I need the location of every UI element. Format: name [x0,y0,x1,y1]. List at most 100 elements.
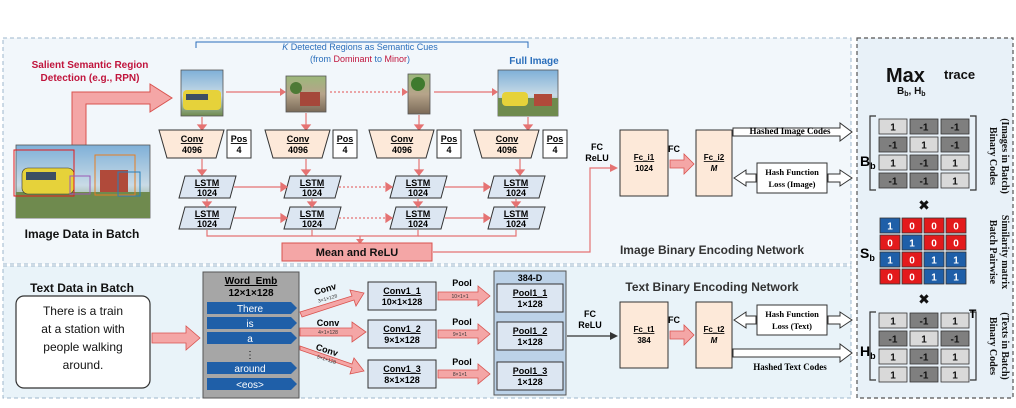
matrix-H-cell [940,366,970,383]
matrix-S-cell [901,251,923,268]
loss-text-right-arrow [827,311,853,329]
lstm-dim-2-3: 1024 [408,219,428,229]
conv-block-4 [473,129,540,159]
salient-label-2: Detection (e.g., RPN) [41,73,140,84]
matrix-B-cell [878,136,908,153]
matrix-B-cell-value: -1 [951,141,960,152]
conv1-3-block [367,359,437,389]
pos-name-1: Pos [231,134,248,144]
matrix-S-cell [879,234,901,251]
lstm-2-1 [178,206,237,230]
matrix-S-cell-value: 0 [909,222,915,233]
hash-loss-image-1: Hash Function [765,167,819,177]
fc-i2-name: Fc_i2 [704,153,725,162]
pos-name-4: Pos [547,134,564,144]
image-fc-label: FC [668,144,680,154]
conv-name-1: Conv [181,134,204,144]
pos-name-2: Pos [337,134,354,144]
matrix-S-cell-value: 0 [909,273,915,284]
caption-h-1: Binary Codes [987,317,998,375]
max-subscript: Bb, Hb [897,86,926,98]
matrix-H-cell-value: -1 [920,317,929,328]
conv-pos-column-3: Conv 4096 Pos 4 [368,129,462,159]
matrix-S-cell-value: 0 [953,222,959,233]
matrix-S-cell-value: 1 [887,256,893,267]
conv-dim-1: 4096 [182,145,202,155]
lstm-name-1-2: LSTM [300,178,325,188]
lstm-dim-2-2: 1024 [302,219,322,229]
matrix-S-cell [901,234,923,251]
matrix-S-cell [879,268,901,285]
regions-title: K Detected Regions as Semantic Cues [282,42,438,52]
fc-i1-dim: 1024 [635,164,653,173]
lstm-row-1 [178,175,546,199]
matrix-S-cell [923,268,945,285]
pos-dim-4: 4 [552,145,557,155]
lstm-name-2-4: LSTM [504,209,529,219]
text-fc-relu-2: ReLU [578,320,602,330]
matrix-B-cell [878,118,908,135]
conv-dim-4: 4096 [497,145,517,155]
matrix-H-cell-value: 1 [890,317,896,328]
matrix-H-cell-value: 1 [952,371,958,382]
image-batch-label: Image Data in Batch [25,227,140,241]
word-emb-title: Word_Emb [225,276,278,287]
fc-t1-dim: 384 [637,336,651,345]
matrix-H-cell [878,330,908,347]
lstm-to-mean-lines [206,230,517,240]
sentence-to-emb-arrow [151,325,201,351]
word-bar-3 [207,332,297,344]
conv-kernel-2: 4×1×128 [318,330,338,336]
matrix-B-cell-value: -1 [920,123,929,134]
fc-i-arrow [669,153,695,175]
mean-arrow-head [356,239,364,244]
sentence-line-4: around. [63,358,104,372]
matrix-B-cell [940,118,970,135]
matrix-B-cell [940,136,970,153]
conv-kernel-3: 5×1×128 [316,354,337,366]
region-image-2 [285,75,327,113]
matrix-B-cell-value: 1 [890,123,896,134]
pool1-3-block [496,361,564,391]
sentence-box [15,295,151,389]
matrix-B-cell-value: -1 [951,123,960,134]
pos-dim-1: 4 [236,145,241,155]
matrix-B-cell [940,172,970,189]
full-image-label: Full Image [509,56,559,67]
lstm-name-2-3: LSTM [406,209,431,219]
fc-t2-block [695,301,733,369]
pool1-2-block [496,321,564,351]
matrix-S-cell-value: 0 [931,222,937,233]
fc-t2-dim: M [711,336,718,345]
hash-loss-text-1: Hash Function [765,309,819,319]
conv-arrow-2 [299,321,367,343]
matrix-S-cell [879,251,901,268]
matrix-S-cell [923,217,945,234]
lstm-name-2-1: LSTM [195,209,220,219]
matrix-S-cell [901,217,923,234]
fc-i2-block [695,129,733,197]
matrix-B-cell-value: -1 [920,159,929,170]
conv-name-4: Conv [496,134,519,144]
matrix-B-cell [909,136,939,153]
conv-pos-column-2: Conv 4096 Pos 4 [264,129,358,159]
conv1-blocks: Conv1_1 10×1×128 Conv1_2 9×1×128 Conv1_3… [367,281,437,389]
word-emb-dim: 12×1×128 [228,288,273,299]
pos-block-4 [542,129,568,159]
pos-dim-2: 4 [342,145,347,155]
matrix-S-cell [945,251,967,268]
matrix-H-cell [940,312,970,329]
lstm-labels: LSTM 1024 LSTM 1024 LSTM 1024 LSTM 1024 … [195,178,529,229]
image-network-label: Image Binary Encoding Network [620,243,804,257]
sentence-lines: There is a train at a station with peopl… [41,304,124,372]
pos-block-1 [226,129,252,159]
matrix-B-cell [909,172,939,189]
matrix-H-cell-value: -1 [920,371,929,382]
region-image-1 [180,69,224,117]
lstm-dim-2-4: 1024 [506,219,526,229]
mean-relu-label: Mean and ReLU [316,247,399,259]
